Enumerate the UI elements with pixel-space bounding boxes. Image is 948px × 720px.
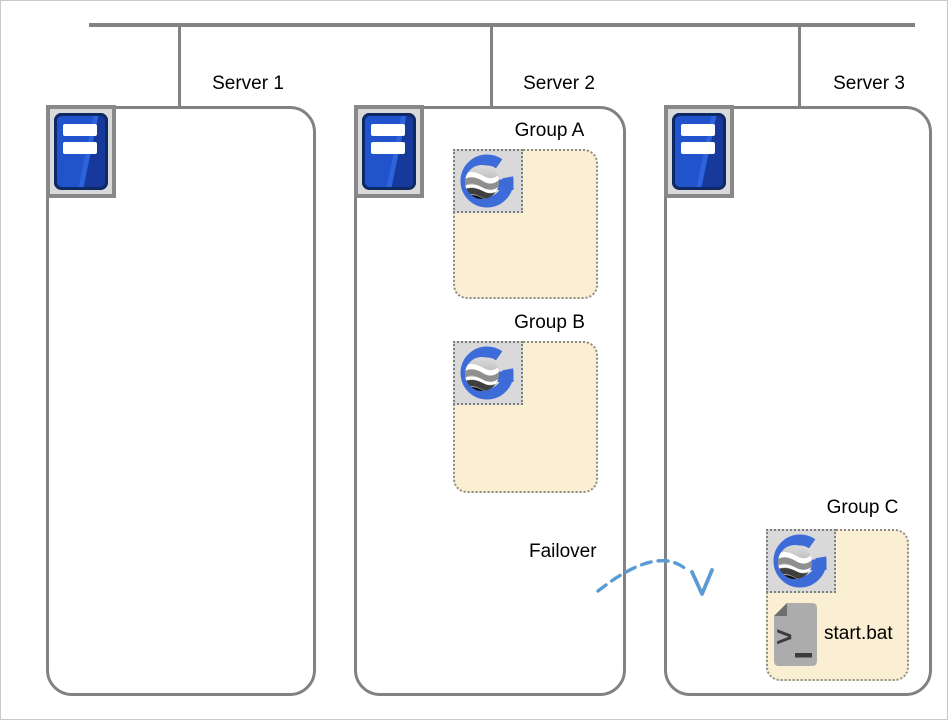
group-b-label: Group B — [514, 312, 585, 333]
globe-g-logo-icon — [455, 151, 521, 211]
group-c-label: Group C — [826, 497, 899, 518]
group-a-app-icon-plate — [453, 149, 523, 213]
server1-box — [46, 106, 316, 696]
svg-text:>: > — [776, 621, 792, 652]
group-b-app-icon-plate — [453, 341, 523, 405]
server-tower-icon — [362, 113, 416, 190]
batch-script-icon: > — [772, 602, 819, 673]
server-tower-icon — [54, 113, 108, 190]
script-file-label: start.bat — [824, 623, 893, 644]
server1-network-connector — [178, 25, 181, 107]
server1-label: Server 1 — [212, 73, 284, 94]
server2-icon-plate — [354, 105, 424, 198]
group-b-box — [453, 341, 598, 493]
failover-label: Failover — [529, 541, 597, 562]
server2-label: Server 2 — [523, 73, 595, 94]
globe-g-logo-icon — [768, 531, 834, 591]
network-bus-line — [89, 23, 915, 27]
dashed-curved-arrow-icon — [596, 558, 714, 596]
server2-network-connector — [490, 25, 493, 107]
group-a-label: Group A — [514, 120, 585, 141]
server1-icon-plate — [46, 105, 116, 198]
globe-g-logo-icon — [455, 343, 521, 403]
group-a-box — [453, 149, 598, 299]
server3-label: Server 3 — [833, 73, 905, 94]
server3-network-connector — [798, 25, 801, 107]
server3-icon-plate — [664, 105, 734, 198]
server-tower-icon — [672, 113, 726, 190]
group-c-app-icon-plate — [766, 529, 836, 593]
